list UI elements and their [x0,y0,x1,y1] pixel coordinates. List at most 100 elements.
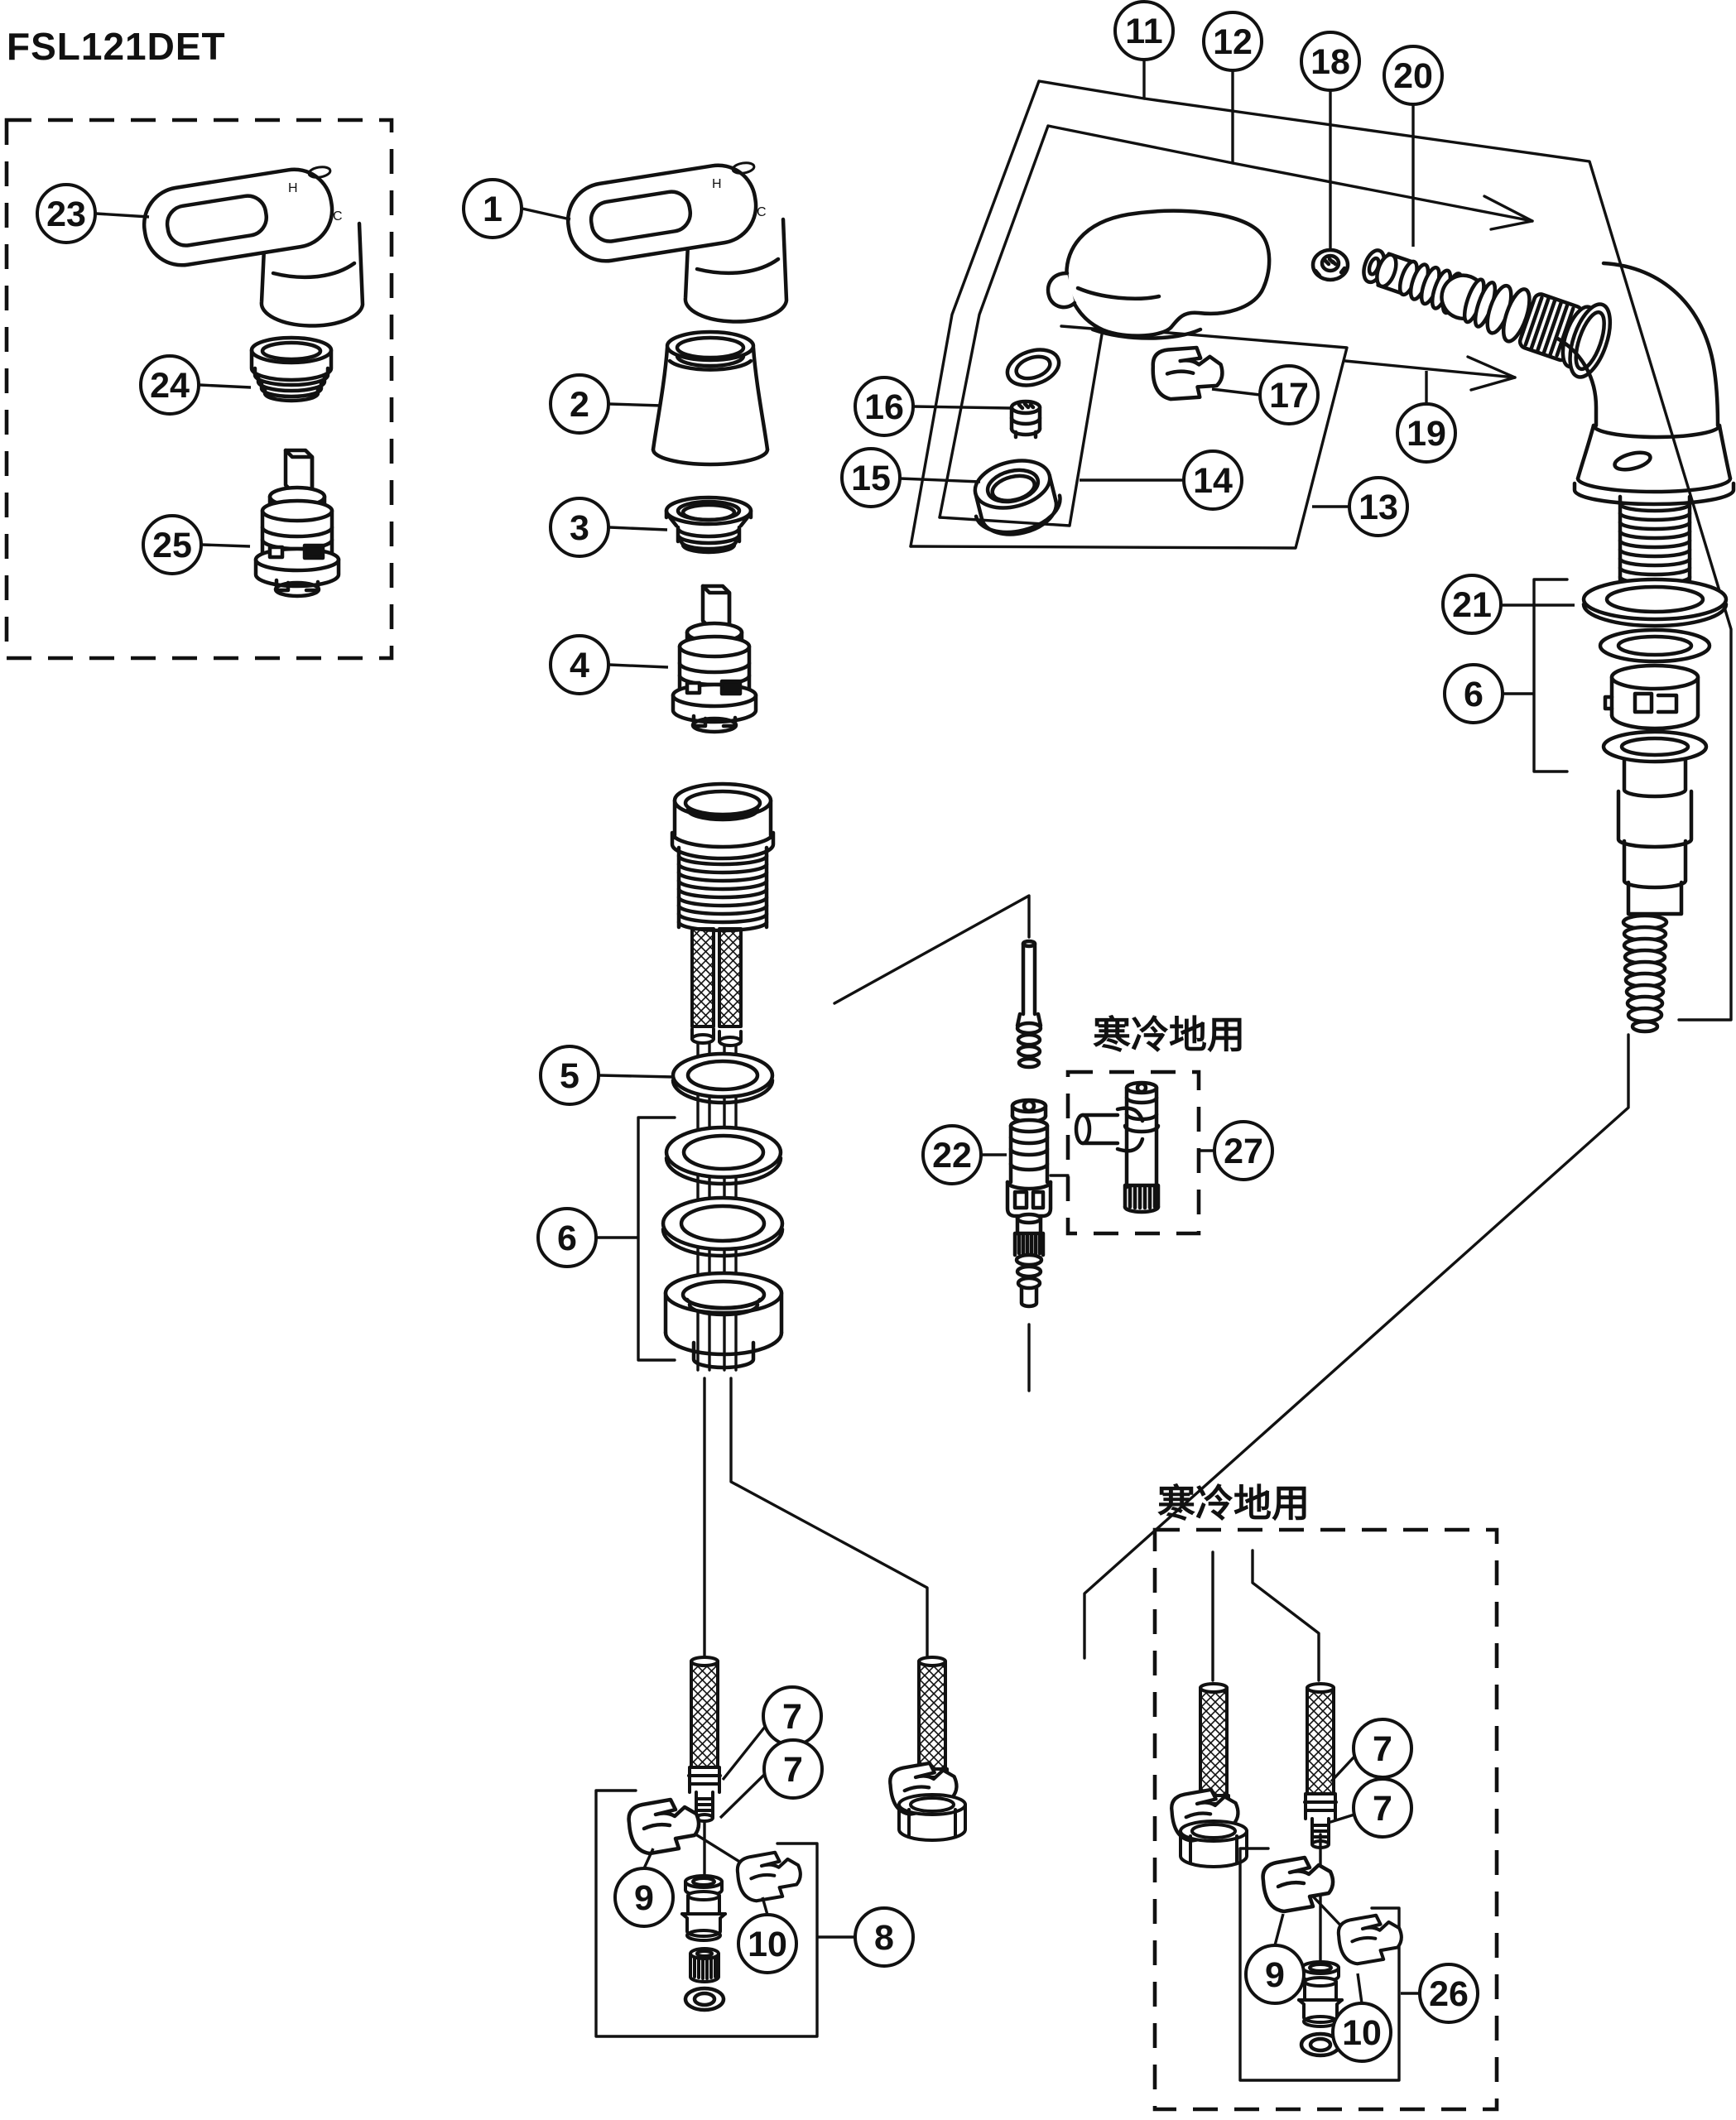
hose-with-clip-nut-cold [1171,1684,1247,1867]
svg-text:9: 9 [1265,1955,1285,1995]
part-6-washers-and-nut [661,1125,785,1370]
callout-13: 13 [1312,476,1409,537]
callout-2: 2 [549,373,662,435]
part-25-cartridge [256,450,339,596]
part-16-aerator [1009,399,1042,440]
spray-body [1554,261,1736,1034]
svg-text:22: 22 [932,1136,972,1175]
svg-text:6: 6 [557,1219,577,1258]
callout-7: 7 [719,1738,824,1820]
part-17-clip [1150,344,1225,404]
callout-14: 14 [1080,449,1243,511]
svg-text:5: 5 [560,1056,579,1096]
callout-16: 16 [854,376,1012,437]
svg-text:21: 21 [1452,585,1492,625]
svg-text:13: 13 [1359,488,1398,527]
svg-text:11: 11 [1125,12,1162,51]
svg-text:7: 7 [1373,1729,1392,1769]
callout-27: 27 [1200,1120,1274,1181]
part-21-flange [1581,577,1729,628]
part-6-right-rings [1598,627,1712,764]
part-15-ring-base [973,459,1062,536]
svg-text:14: 14 [1193,461,1233,501]
fsl121det-variant-box [4,118,394,661]
callout-9: 9 [613,1848,675,1928]
part-10-clip-cold [1339,1916,1402,1964]
part-3-threaded-ring [664,495,753,555]
svg-text:19: 19 [1407,414,1446,454]
svg-text:4: 4 [570,646,589,685]
svg-text:18: 18 [1310,42,1350,82]
part-12-spray-handle [1046,209,1272,340]
cold-region-box-hoses [1152,1527,1499,2112]
part-23-lever-handle [139,164,363,325]
part-27-cold-valve [1074,1080,1161,1214]
svg-text:10: 10 [1342,2013,1382,2053]
lever1-hot-mark: H [712,177,722,191]
part-18-nut [1310,248,1350,282]
callout-23: 23 [36,183,150,244]
part-8-washer-left [683,1986,726,2012]
callout-24: 24 [139,354,252,416]
part-8-adapter-left [682,1876,725,1940]
part-22-column [1005,939,1053,1309]
svg-text:23: 23 [46,195,86,234]
faucet-body [670,781,776,1047]
callout-8: 8 [818,1906,915,1968]
part-14-seal-group [973,348,1062,536]
callout-6: 6 [536,1207,638,1268]
svg-text:16: 16 [864,387,904,427]
callout-7: 7 [721,1685,823,1781]
callout-9: 9 [1244,1913,1306,2005]
lever23-cold-mark: C [333,209,343,224]
callout-3: 3 [549,497,668,558]
callout-22: 22 [921,1124,1007,1185]
callout-17: 17 [1211,364,1320,425]
callout-20: 20 [1383,45,1444,247]
callout-10: 10 [1331,1973,1392,2063]
callout-7: 7 [1330,1718,1413,1783]
cold-region-label-bottom: 寒冷地用 [1157,1482,1310,1525]
parts-layer [139,160,1736,2058]
lever1-cold-mark: C [757,205,767,219]
part-1-lever-handle [563,160,786,321]
svg-text:24: 24 [150,366,190,406]
callout-19: 19 [1396,371,1457,464]
svg-text:12: 12 [1213,22,1253,62]
svg-text:10: 10 [748,1925,787,1964]
callout-21: 21 [1441,574,1575,635]
svg-text:8: 8 [874,1918,894,1958]
svg-text:1: 1 [483,190,503,229]
part-8-spacer-left [690,1949,719,1982]
svg-text:27: 27 [1224,1132,1263,1171]
part-10-clip-left [738,1853,801,1901]
part-4-cartridge [673,586,756,732]
callout-6: 6 [1443,663,1533,724]
svg-text:7: 7 [782,1697,802,1737]
callout-25: 25 [142,514,251,575]
svg-text:15: 15 [851,459,891,498]
callout-7: 7 [1327,1777,1413,1839]
part-9-clip-left [629,1800,699,1853]
part-9-clip-cold [1263,1858,1333,1911]
part-22-valve [1005,1098,1053,1219]
svg-text:9: 9 [634,1878,654,1918]
svg-text:26: 26 [1429,1974,1469,2014]
callout-11: 11 [1113,0,1175,99]
part-7-hose-left [689,1657,720,1821]
svg-text:7: 7 [783,1750,803,1790]
svg-text:20: 20 [1393,56,1433,96]
callout-4: 4 [549,634,669,695]
cold-region-box-valve [1065,1070,1201,1236]
corrugated-hose [1621,913,1669,1034]
part-22-lower-fitting [1012,1212,1046,1309]
svg-text:25: 25 [152,526,192,565]
hose-with-clip-nut-left [890,1657,965,1840]
construction-lines [594,79,1733,2082]
callout-5: 5 [539,1045,675,1106]
dashed-boxes [4,118,1499,2112]
callout-10: 10 [737,1896,798,1974]
svg-text:17: 17 [1269,376,1309,416]
